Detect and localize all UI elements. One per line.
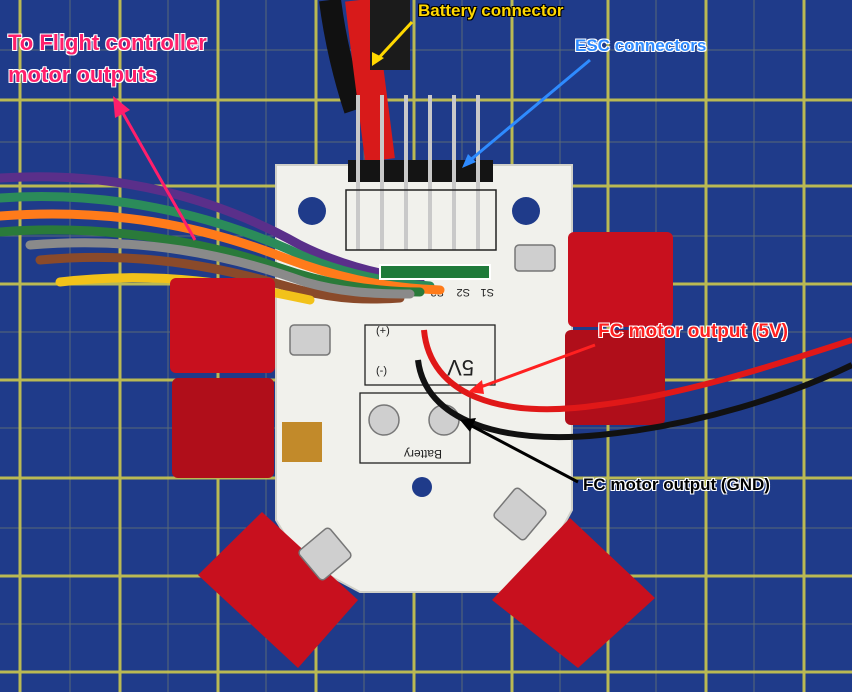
battery-label: Battery	[404, 447, 442, 461]
flight-controller-label-line2: motor outputs	[8, 62, 158, 87]
pin-label: S2	[457, 286, 470, 298]
fc-motor-output-gnd-label: FC motor output (GND)	[583, 475, 770, 494]
pin-bar	[379, 264, 491, 280]
esc-connectors-label: ESC connectors	[575, 36, 707, 55]
flight-controller-label-line1: To Flight controller	[8, 30, 207, 55]
motor-connector	[492, 518, 655, 668]
motor-wire-bundle	[0, 172, 445, 305]
annotation-arrows	[113, 20, 596, 484]
battery-cable-red	[345, 0, 395, 162]
voltage-label: 5V	[447, 355, 474, 380]
capacitor	[282, 422, 322, 462]
motor-connector	[170, 278, 275, 478]
minus-label: (-)	[376, 365, 387, 377]
pin-label: S1	[481, 286, 494, 298]
silkscreen-text: S3 S2 S1 5V (+) (-) Battery	[376, 286, 494, 461]
esc-header	[345, 95, 497, 251]
motor-connector	[198, 512, 358, 668]
battery-connector-label: Battery connector	[418, 1, 564, 20]
mounting-hole	[512, 197, 540, 225]
battery-cable-black	[319, 0, 366, 114]
mounting-hole	[412, 477, 432, 497]
fc-wire-black	[415, 359, 852, 441]
fc-motor-output-5v-label: FC motor output (5V)	[598, 321, 788, 342]
mounting-hole	[298, 197, 326, 225]
plus-label: (+)	[376, 325, 390, 337]
fc-wire-red	[421, 329, 852, 413]
